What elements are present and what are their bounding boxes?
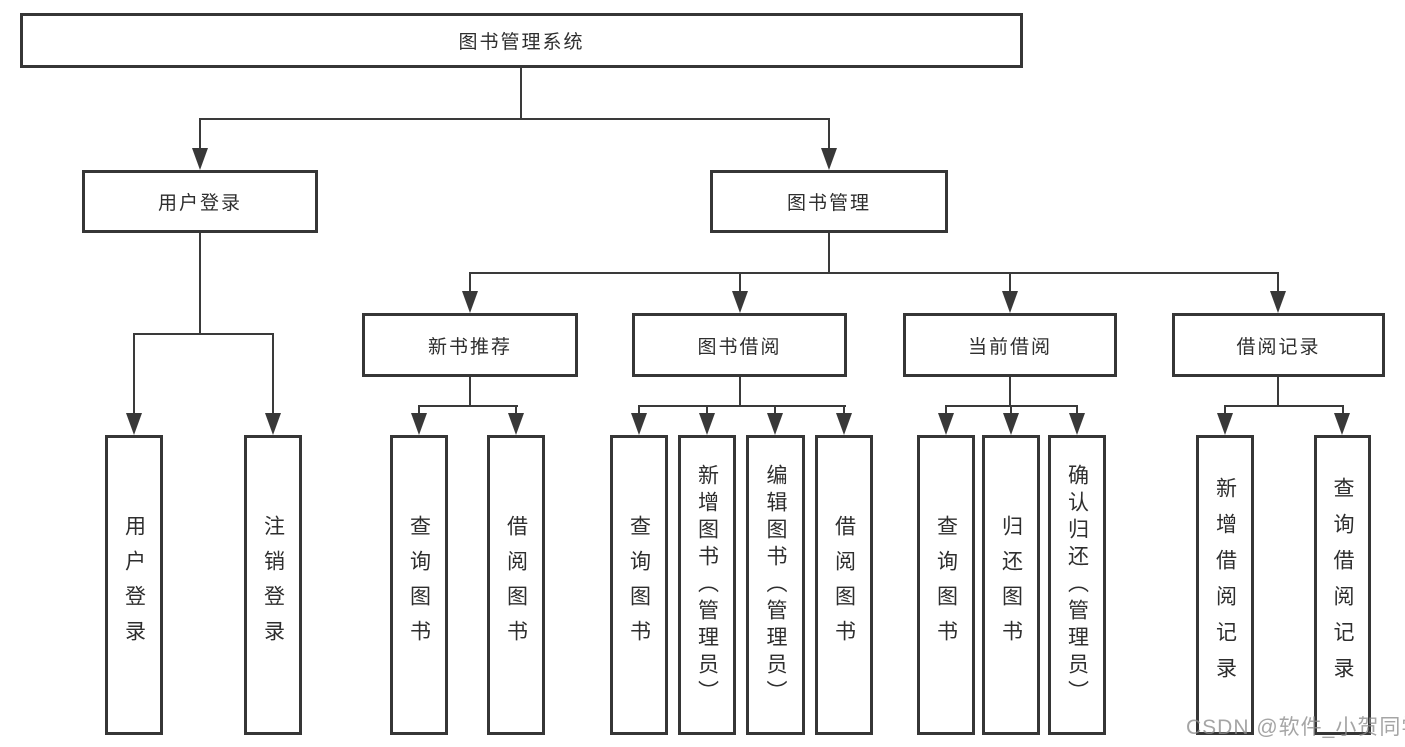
connector-line [418,405,518,407]
connector-line [739,272,741,294]
arrow-down-icon [1270,291,1286,313]
leaf-rec-borrow-book: 借阅图书 [487,435,545,735]
leaf-user-login: 用户登录 [105,435,163,735]
connector-line [774,405,776,415]
leaf-bb-edit-book-admin: 编辑图书（管理员） [746,435,805,735]
arrow-down-icon [265,413,281,435]
node-new-book-recommend: 新书推荐 [362,313,578,377]
leaf-cb-confirm-return-admin: 确认归还（管理员） [1048,435,1106,735]
connector-line [1342,405,1344,415]
connector-line [199,118,830,120]
arrow-down-icon [462,291,478,313]
leaf-bb-borrow-book: 借阅图书 [815,435,873,735]
connector-line [133,333,274,335]
connector-line [272,333,274,415]
arrow-down-icon [1002,291,1018,313]
arrow-down-icon [1003,413,1019,435]
leaf-cb-query-book: 查询图书 [917,435,975,735]
node-current-borrow: 当前借阅 [903,313,1117,377]
node-label: 图书借阅 [697,336,782,358]
arrow-down-icon [732,291,748,313]
leaf-cb-return-book: 归还图书 [982,435,1040,735]
node-label: 当前借阅 [967,336,1052,358]
leaf-label: 确认归还（管理员） [1065,463,1089,707]
connector-line [1010,405,1012,415]
connector-line [828,118,830,152]
connector-line [520,68,522,120]
connector-line [469,272,1279,274]
arrow-down-icon [1069,413,1085,435]
node-user-login: 用户登录 [82,170,318,233]
connector-line [133,333,135,415]
leaf-label: 借阅图书 [832,515,856,655]
connector-line [828,233,830,274]
arrow-down-icon [699,413,715,435]
leaf-label: 借阅图书 [504,515,528,655]
leaf-bb-query-book: 查询图书 [610,435,668,735]
connector-line [1076,405,1078,415]
connector-line [199,233,201,335]
arrow-down-icon [1334,413,1350,435]
leaf-label: 编辑图书（管理员） [764,463,787,707]
arrow-down-icon [821,148,837,170]
node-root-library-system: 图书管理系统 [20,13,1023,68]
arrow-down-icon [508,413,524,435]
node-book-management: 图书管理 [710,170,948,233]
connector-line [469,272,471,294]
leaf-label: 用户登录 [122,515,146,655]
leaf-label: 新增图书（管理员） [695,463,719,707]
node-label: 借阅记录 [1236,336,1321,358]
arrow-down-icon [938,413,954,435]
leaf-label: 注销登录 [261,515,285,655]
connector-line [418,405,420,415]
arrow-down-icon [767,413,783,435]
connector-line [199,118,201,152]
arrow-down-icon [1217,413,1233,435]
connector-line [1277,377,1279,407]
connector-line [1224,405,1226,415]
arrow-down-icon [192,148,208,170]
arrow-down-icon [836,413,852,435]
connector-line [515,405,517,415]
node-label: 图书管理系统 [458,32,585,53]
node-label: 用户登录 [157,193,242,214]
leaf-br-add-record: 新增借阅记录 [1196,435,1254,735]
leaf-label: 查询借阅记录 [1331,477,1354,693]
leaf-rec-query-book: 查询图书 [390,435,448,735]
leaf-label: 查询图书 [934,515,958,655]
arrow-down-icon [631,413,647,435]
leaf-label: 查询图书 [407,515,431,655]
arrow-down-icon [411,413,427,435]
connector-line [945,405,947,415]
connector-line [469,377,471,407]
node-label: 新书推荐 [427,336,512,358]
connector-line [706,405,708,415]
connector-line [739,377,741,407]
connector-line [638,405,846,407]
connector-line [638,405,640,415]
node-label: 图书管理 [786,193,871,214]
connector-line [1009,377,1011,407]
leaf-label: 查询图书 [627,515,651,655]
connector-line [1277,272,1279,294]
connector-line [1009,272,1011,294]
csdn-watermark: CSDN @软件_小贺同学 [1186,716,1405,739]
node-book-borrow: 图书借阅 [632,313,847,377]
leaf-br-query-record: 查询借阅记录 [1314,435,1371,735]
connector-line [1224,405,1344,407]
leaf-label: 归还图书 [999,515,1023,655]
leaf-label: 新增借阅记录 [1213,477,1237,693]
leaf-bb-add-book-admin: 新增图书（管理员） [678,435,736,735]
connector-line [843,405,845,415]
leaf-logout: 注销登录 [244,435,302,735]
arrow-down-icon [126,413,142,435]
node-borrow-record: 借阅记录 [1172,313,1385,377]
